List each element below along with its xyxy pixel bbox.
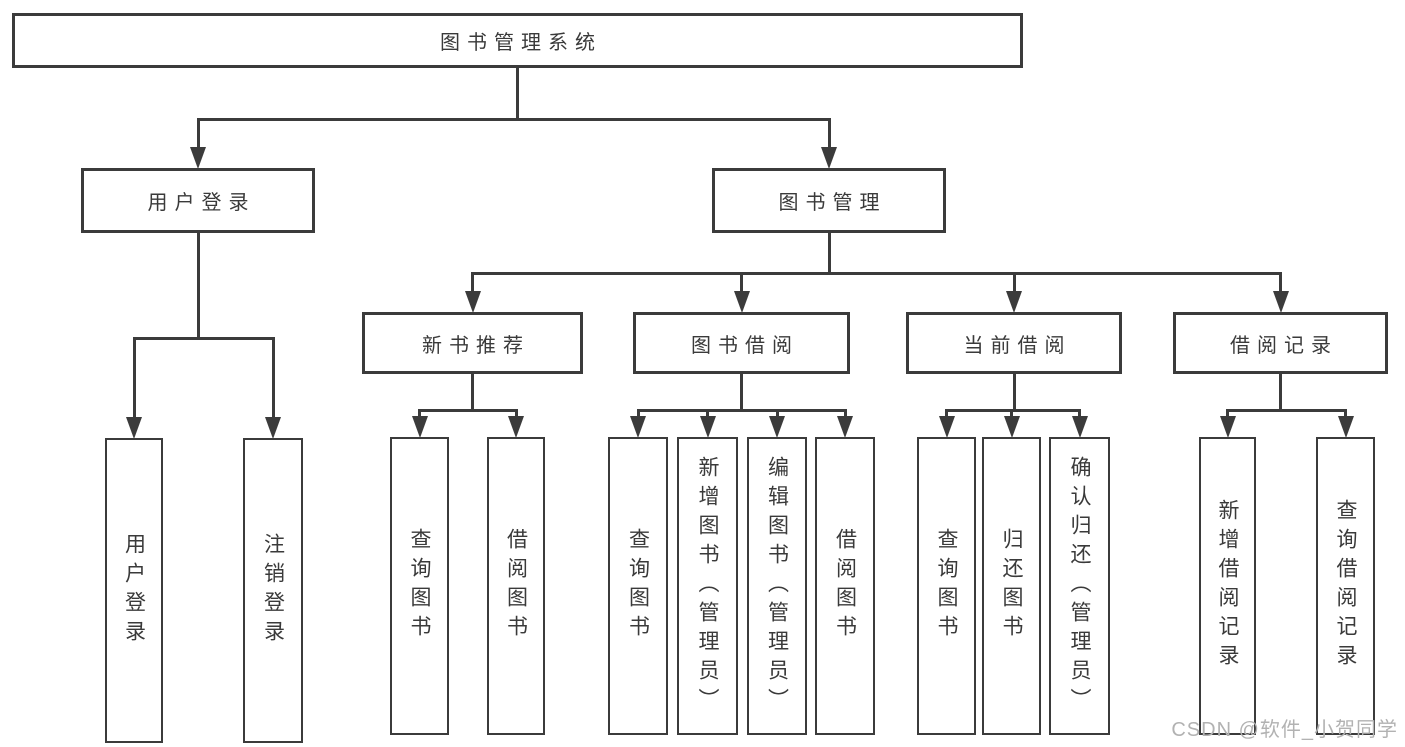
connector-stub xyxy=(706,409,709,419)
node-label-br-query: 查询借阅记录 xyxy=(1334,499,1357,673)
node-label-cb-return: 归还图书 xyxy=(1000,528,1023,644)
arrow-down-icon xyxy=(699,416,716,438)
connector-stub xyxy=(471,272,474,294)
node-nb-query: 查询图书 xyxy=(390,437,449,735)
node-bb-edit: 编辑图书（管理员） xyxy=(747,437,807,735)
node-label-logout-action: 注销登录 xyxy=(261,532,285,649)
node-cb-return: 归还图书 xyxy=(982,437,1041,735)
connector-stub xyxy=(740,272,743,294)
connector-stub xyxy=(1226,409,1229,419)
node-label-cb-query: 查询图书 xyxy=(935,528,958,644)
node-user-login: 用户登录 xyxy=(81,168,315,233)
connector-vline xyxy=(516,67,519,121)
node-label-bb-query: 查询图书 xyxy=(626,528,650,644)
node-label-bb-borrow: 借阅图书 xyxy=(833,528,857,644)
connector-stub xyxy=(514,409,518,419)
arrow-down-icon xyxy=(733,291,750,313)
node-label-book-borrow: 图书借阅 xyxy=(691,334,799,357)
node-bb-add: 新增图书（管理员） xyxy=(677,437,738,735)
node-label-br-add: 新增借阅记录 xyxy=(1216,499,1239,673)
node-login-action: 用户登录 xyxy=(105,438,163,743)
connector-hline xyxy=(1226,409,1347,412)
node-label-book-mgmt: 图书管理 xyxy=(778,192,887,214)
node-logout-action: 注销登录 xyxy=(243,438,303,743)
connector-vline xyxy=(740,373,743,412)
connector-stub xyxy=(418,409,421,419)
arrow-down-icon xyxy=(1006,291,1022,313)
node-label-current-borrow: 当前借阅 xyxy=(963,334,1072,357)
connector-hline xyxy=(132,337,275,340)
arrow-down-icon xyxy=(1272,291,1289,313)
connector-hline xyxy=(471,272,1282,275)
node-label-new-books: 新书推荐 xyxy=(422,334,530,357)
connector-hline xyxy=(418,409,518,412)
node-bb-query: 查询图书 xyxy=(608,437,668,735)
node-new-books: 新书推荐 xyxy=(362,312,583,374)
arrow-down-icon xyxy=(1003,416,1020,438)
node-nb-borrow: 借阅图书 xyxy=(487,437,545,735)
node-cb-confirm: 确认归还（管理员） xyxy=(1049,437,1110,735)
node-label-bb-add: 新增图书（管理员） xyxy=(696,455,719,717)
node-root: 图书管理系统 xyxy=(12,13,1023,68)
node-book-mgmt: 图书管理 xyxy=(712,168,946,233)
connector-stub xyxy=(843,409,847,419)
arrow-down-icon xyxy=(265,417,281,439)
arrow-down-icon xyxy=(821,147,837,169)
node-br-add: 新增借阅记录 xyxy=(1199,437,1256,735)
connector-vline xyxy=(196,232,200,340)
arrow-down-icon xyxy=(1219,416,1236,438)
watermark: CSDN @软件_小贺同学 xyxy=(1171,719,1398,741)
node-cb-query: 查询图书 xyxy=(917,437,976,735)
arrow-down-icon xyxy=(1071,416,1088,438)
connector-stub xyxy=(132,337,136,420)
node-label-nb-query: 查询图书 xyxy=(408,528,431,644)
arrow-down-icon xyxy=(190,147,206,169)
arrow-down-icon xyxy=(630,416,646,438)
connector-stub xyxy=(1344,409,1347,419)
node-bb-borrow: 借阅图书 xyxy=(815,437,875,735)
connector-stub xyxy=(1010,409,1013,419)
connector-stub xyxy=(827,118,831,150)
connector-stub xyxy=(775,409,779,419)
connector-vline xyxy=(1279,373,1282,412)
arrow-down-icon xyxy=(464,291,481,313)
connector-stub xyxy=(1279,272,1282,294)
node-current-borrow: 当前借阅 xyxy=(906,312,1122,374)
arrow-down-icon xyxy=(126,417,142,439)
connector-stub xyxy=(1078,409,1081,419)
connector-hline xyxy=(945,409,1081,412)
arrow-down-icon xyxy=(411,416,428,438)
node-borrow-records: 借阅记录 xyxy=(1173,312,1388,374)
node-label-user-login: 用户登录 xyxy=(147,192,256,214)
arrow-down-icon xyxy=(837,416,853,438)
connector-stub xyxy=(1012,272,1016,294)
node-label-login-action: 用户登录 xyxy=(122,532,146,649)
node-br-query: 查询借阅记录 xyxy=(1316,437,1375,735)
node-label-cb-confirm: 确认归还（管理员） xyxy=(1068,455,1091,717)
connector-hline xyxy=(636,409,847,412)
arrow-down-icon xyxy=(938,416,955,438)
connector-vline xyxy=(471,373,474,412)
connector-hline xyxy=(196,118,831,121)
arrow-down-icon xyxy=(769,416,785,438)
connector-stub xyxy=(271,337,275,420)
node-label-nb-borrow: 借阅图书 xyxy=(504,528,528,644)
connector-stub xyxy=(945,409,948,419)
node-label-borrow-records: 借阅记录 xyxy=(1230,334,1338,357)
connector-stub xyxy=(196,118,200,150)
arrow-down-icon xyxy=(1337,416,1354,438)
connector-vline xyxy=(827,232,831,275)
node-label-bb-edit: 编辑图书（管理员） xyxy=(765,455,789,717)
connector-vline xyxy=(1012,373,1016,412)
connector-stub xyxy=(636,409,640,419)
node-book-borrow: 图书借阅 xyxy=(633,312,850,374)
node-label-root: 图书管理系统 xyxy=(440,32,602,54)
arrow-down-icon xyxy=(508,416,524,438)
